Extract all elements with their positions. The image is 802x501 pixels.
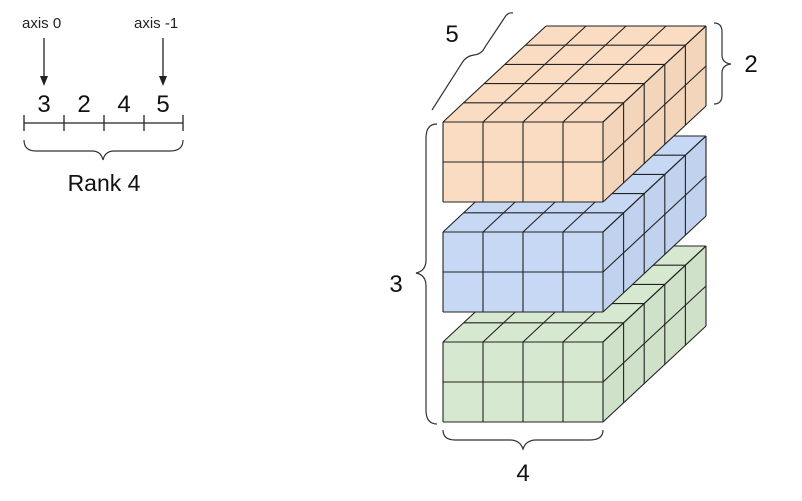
- axis-0-label: axis 0: [22, 15, 61, 32]
- axis-0-arrow: [40, 38, 48, 86]
- shape-value-axis-1: 2: [77, 91, 90, 118]
- depth-brace: [431, 12, 514, 111]
- rows-brace: [713, 22, 732, 105]
- shape-value-axis-0: 3: [37, 91, 50, 118]
- axis-minus-1-arrow: [159, 38, 167, 86]
- tensor-blocks: [442, 25, 707, 423]
- columns-label: 4: [516, 460, 529, 487]
- top-block-grid-lines: [442, 25, 707, 203]
- depth-label: 5: [445, 21, 458, 48]
- shape-value-axis-2: 4: [117, 91, 130, 118]
- rows-label: 2: [744, 51, 757, 78]
- axis-minus-1-label: axis -1: [134, 15, 178, 32]
- rank-brace: [23, 139, 184, 161]
- blocks-brace: [415, 123, 438, 425]
- shape-axis-diagram: axis 0 axis -1 3 2 4 5 Rank 4: [22, 15, 184, 196]
- shape-ruler: [23, 115, 184, 131]
- blocks-label: 3: [389, 271, 402, 298]
- columns-brace: [442, 429, 604, 451]
- rank-label: Rank 4: [68, 170, 141, 196]
- shape-value-axis-3: 5: [156, 91, 169, 118]
- top-block: [442, 25, 707, 203]
- tensor-dimension-annotations: 5 2 3 4: [389, 12, 758, 487]
